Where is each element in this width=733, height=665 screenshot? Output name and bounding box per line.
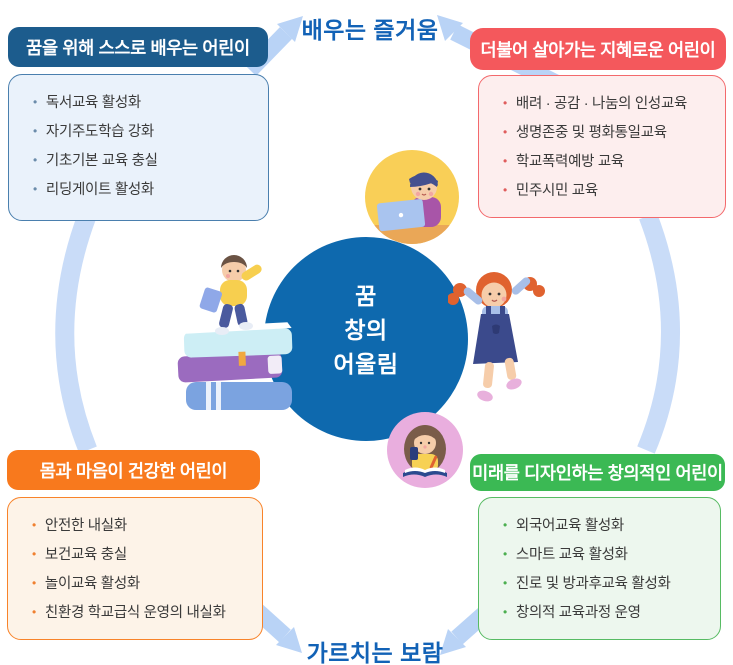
vision-word: 창의 <box>344 317 388 343</box>
bottom-flow-label: 가르치는 보람 <box>306 640 444 665</box>
list-item: 진로 및 방과후교육 활성화 <box>503 570 710 599</box>
boy-on-book-stack-illustration <box>177 255 293 410</box>
list-item: 보건교육 충실 <box>32 541 252 570</box>
list-item: 독서교육 활성화 <box>33 89 258 118</box>
list-item: 생명존중 및 평화통일교육 <box>503 119 715 148</box>
self-learning-item-list: 독서교육 활성화 자기주도학습 강화 기초기본 교육 충실 리딩게이트 활성화 <box>33 89 258 205</box>
list-item: 안전한 내실화 <box>32 512 252 541</box>
vision-word: 꿈 <box>355 283 377 309</box>
list-item: 외국어교육 활성화 <box>503 512 710 541</box>
list-item: 스마트 교육 활성화 <box>503 541 710 570</box>
list-item: 창의적 교육과정 운영 <box>503 599 710 628</box>
wise-together-item-list: 배려 · 공감 · 나눔의 인성교육 생명존중 및 평화통일교육 학교폭력예방 … <box>503 90 715 206</box>
quadrant-card-self-learning: 독서교육 활성화 자기주도학습 강화 기초기본 교육 충실 리딩게이트 활성화 <box>8 74 269 221</box>
vision-word: 어울림 <box>333 351 399 377</box>
list-item: 리딩게이트 활성화 <box>33 176 258 205</box>
boy-with-laptop-illustration <box>365 150 459 244</box>
quadrant-card-creative: 외국어교육 활성화 스마트 교육 활성화 진로 및 방과후교육 활성화 창의적 … <box>478 497 721 640</box>
left-arc <box>55 212 97 454</box>
jumping-girl-illustration <box>448 272 545 402</box>
top-flow-label: 배우는 즐거움 <box>301 17 439 43</box>
quadrant-title-healthy: 몸과 마음이 건강한 어린이 <box>7 450 260 490</box>
quadrant-title-creative: 미래를 디자인하는 창의적인 어린이 <box>470 454 725 491</box>
healthy-item-list: 안전한 내실화 보건교육 충실 놀이교육 활성화 친환경 학교급식 운영의 내실… <box>32 512 252 628</box>
list-item: 학교폭력예방 교육 <box>503 148 715 177</box>
quadrant-title-self-learning: 꿈을 위해 스스로 배우는 어린이 <box>8 27 268 67</box>
quadrant-card-healthy: 안전한 내실화 보건교육 충실 놀이교육 활성화 친환경 학교급식 운영의 내실… <box>7 497 263 640</box>
list-item: 민주시민 교육 <box>503 177 715 206</box>
list-item: 친환경 학교급식 운영의 내실화 <box>32 599 252 628</box>
list-item: 놀이교육 활성화 <box>32 570 252 599</box>
center-vision-circle: 꿈 창의 어울림 <box>264 237 468 441</box>
creative-item-list: 외국어교육 활성화 스마트 교육 활성화 진로 및 방과후교육 활성화 창의적 … <box>503 512 710 628</box>
reading-girl-illustration <box>387 412 463 488</box>
list-item: 기초기본 교육 충실 <box>33 147 258 176</box>
quadrant-card-wise-together: 배려 · 공감 · 나눔의 인성교육 생명존중 및 평화통일교육 학교폭력예방 … <box>478 75 726 218</box>
list-item: 자기주도학습 강화 <box>33 118 258 147</box>
list-item: 배려 · 공감 · 나눔의 인성교육 <box>503 90 715 119</box>
quadrant-title-wise-together: 더불어 살아가는 지혜로운 어린이 <box>470 28 726 70</box>
right-arc <box>637 212 680 454</box>
